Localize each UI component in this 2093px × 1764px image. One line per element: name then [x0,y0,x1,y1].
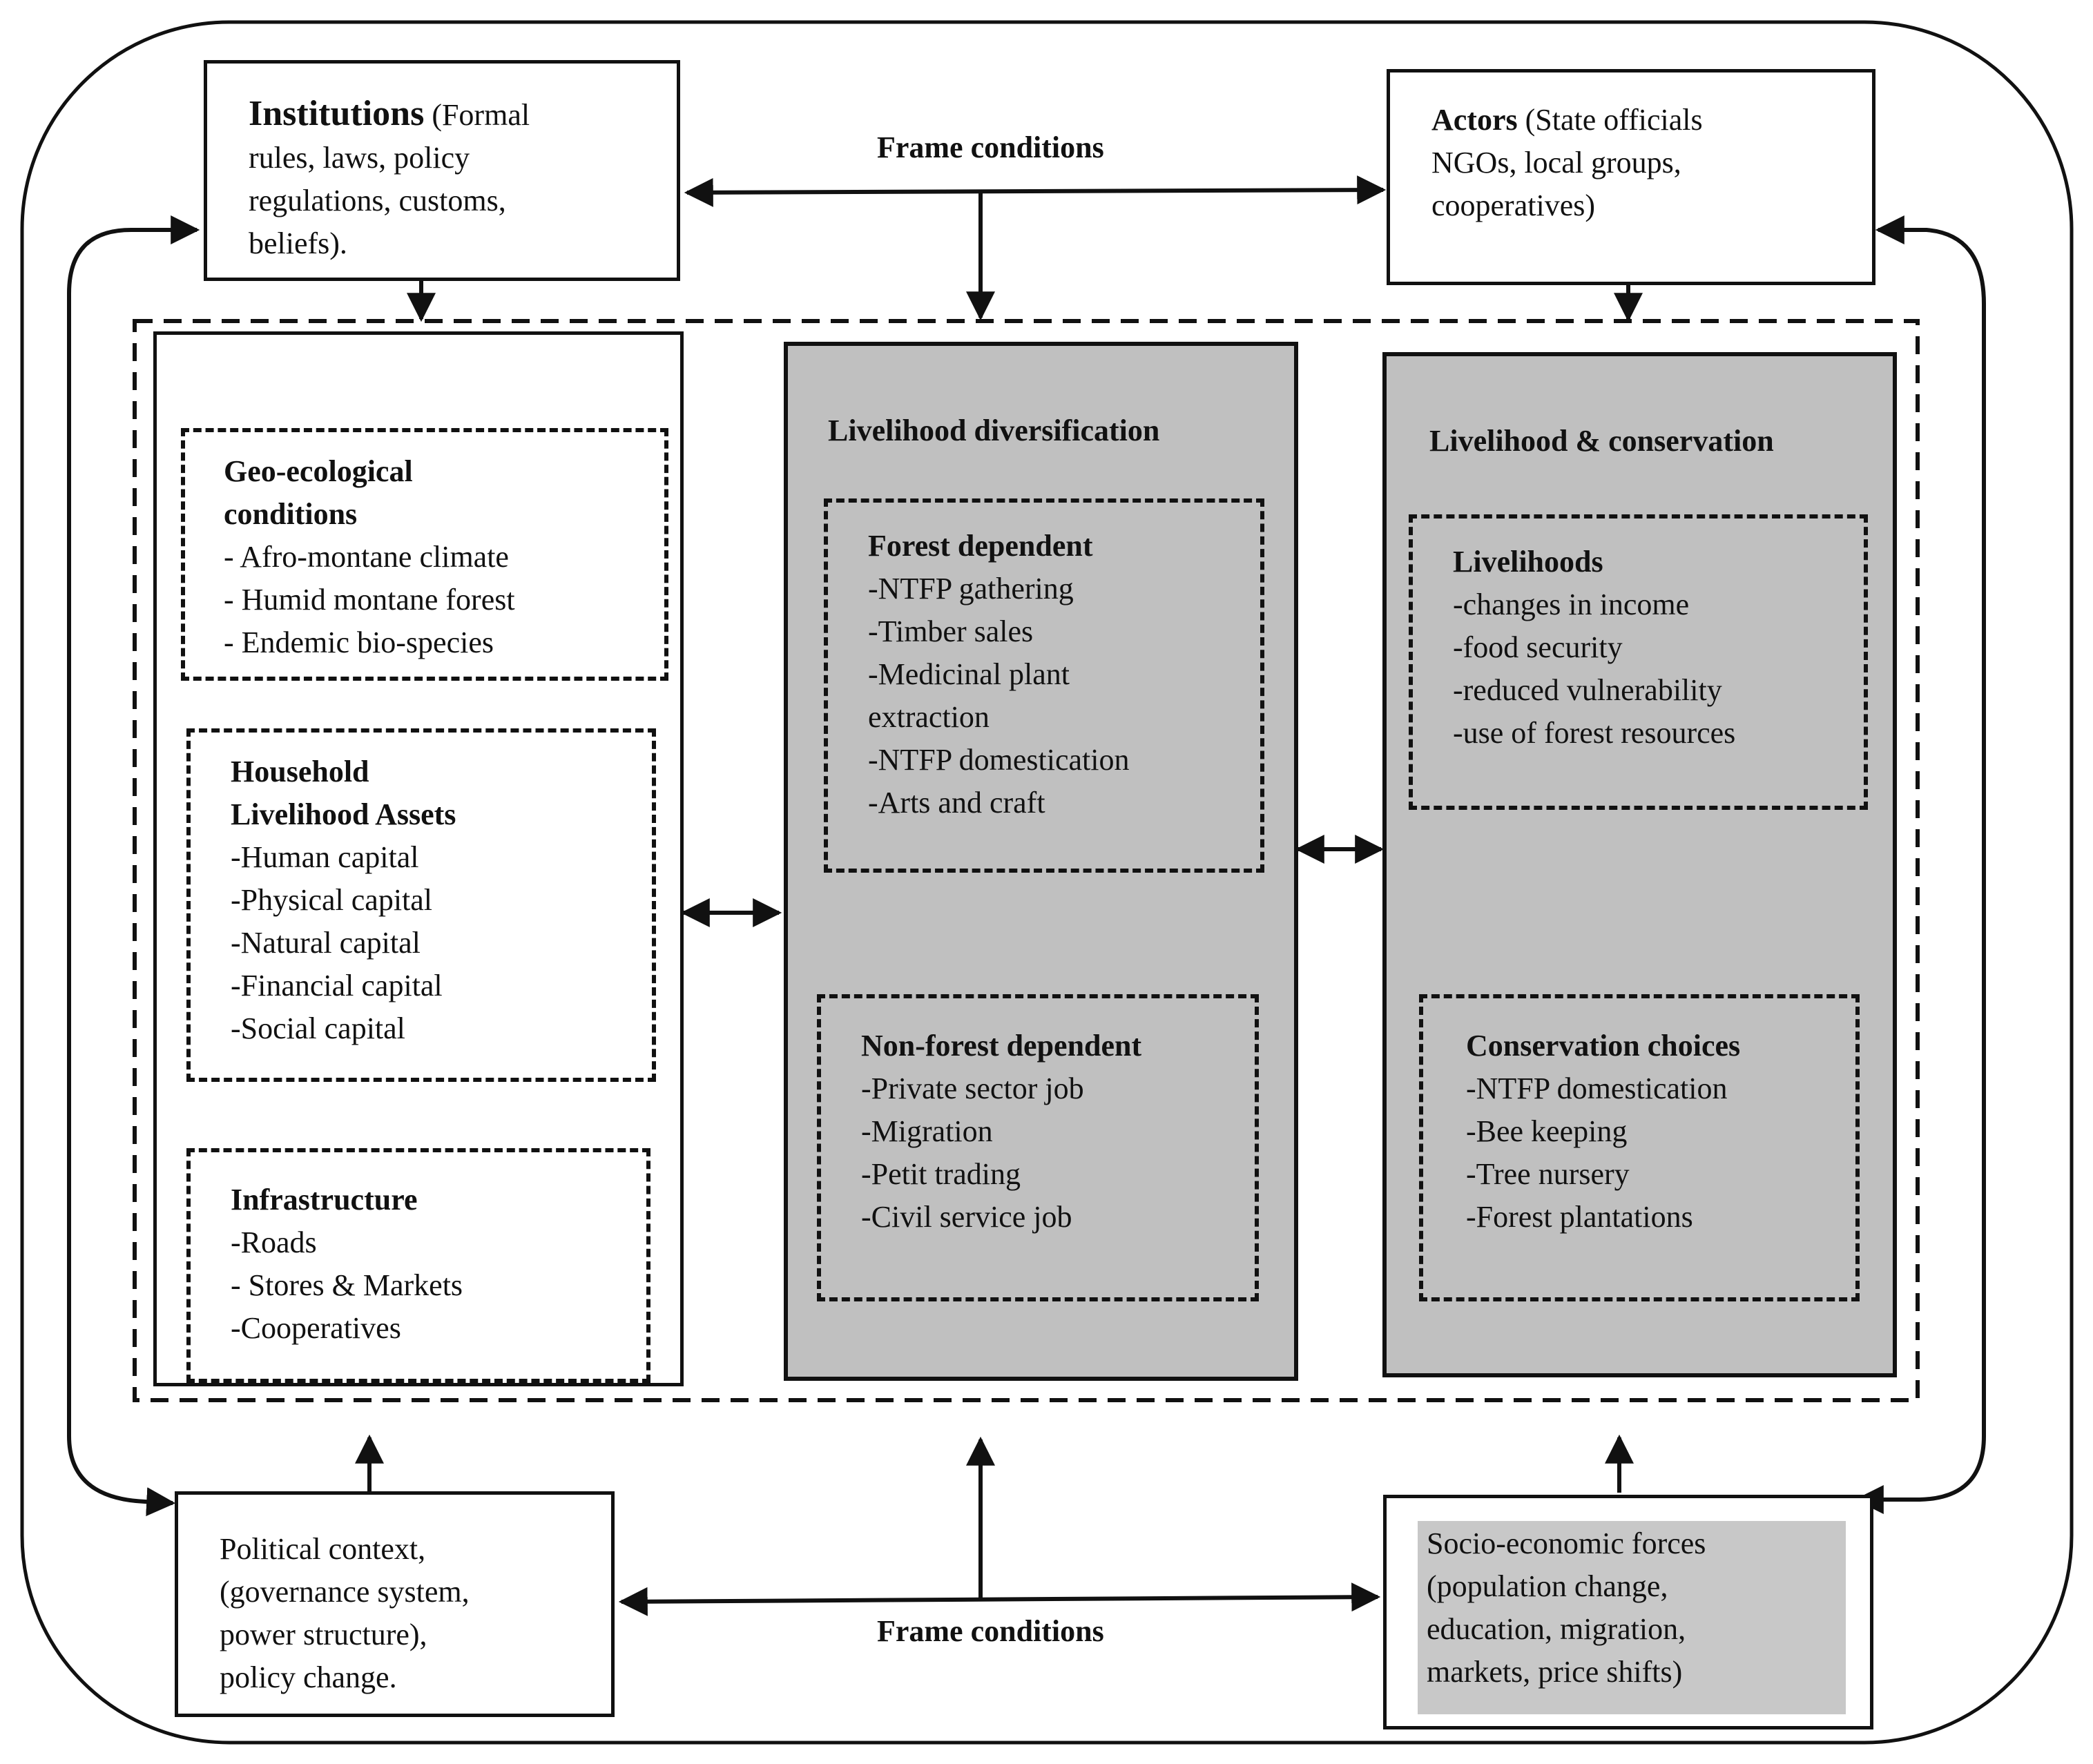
choices-item: -Tree nursery [1466,1157,1630,1191]
household-title: Livelihood Assets [231,797,456,831]
arrow-right-feedback [1854,215,1986,1514]
livelihoods-item: -changes in income [1453,588,1690,621]
household-item: -Natural capital [231,926,421,960]
inner-dashed-frame [133,319,1920,1402]
diversification-title: Livelihood diversification [828,414,1160,447]
choices-item: -Forest plantations [1466,1200,1693,1234]
infrastructure-item: - Stores & Markets [231,1268,463,1302]
household-item: -Social capital [231,1011,405,1045]
nonforest-item: -Private sector job [861,1072,1084,1105]
forest-item: extraction [868,700,990,734]
geo-ecological-box: Geo-ecological conditions - Afro-montane… [181,428,668,681]
frame-conditions-bottom-label: Frame conditions [877,1614,1104,1648]
forest-item: -Arts and craft [868,786,1045,820]
forest-dependent-box: Forest dependent -NTFP gathering -Timber… [824,498,1264,873]
geo-title: Geo-ecological [224,454,413,488]
geo-item: - Afro-montane climate [224,540,509,574]
political-line: policy change. [220,1660,397,1694]
household-title: Household [231,755,369,788]
household-item: -Human capital [231,840,419,874]
livelihoods-item: -reduced vulnerability [1453,673,1722,707]
livelihood-diversification-box: Livelihood diversification [784,342,1298,1381]
geo-item: - Endemic bio-species [224,626,494,659]
institutions-line: regulations, customs, [249,184,506,217]
choices-item: -Bee keeping [1466,1114,1628,1148]
choices-item: -NTFP domestication [1466,1072,1728,1105]
infrastructure-box: Infrastructure -Roads - Stores & Markets… [186,1148,650,1383]
geo-title: conditions [224,497,358,531]
actors-line: cooperatives) [1431,188,1595,222]
political-line: (governance system, [220,1575,470,1609]
household-item: -Physical capital [231,883,433,917]
household-assets-box: Household Livelihood Assets -Human capit… [186,728,656,1082]
non-forest-dependent-box: Non-forest dependent -Private sector job… [817,994,1259,1301]
geo-item: - Humid montane forest [224,583,515,617]
actors-title: Actors [1431,103,1518,137]
nonforest-title: Non-forest dependent [861,1029,1142,1063]
political-context-box: Political context, (governance system, p… [175,1491,615,1717]
institutions-box: Institutions (Formal rules, laws, policy… [204,60,680,281]
actors-box: Actors (State officials NGOs, local grou… [1387,69,1875,285]
livelihood-conservation-box: Livelihood & conservation [1382,352,1897,1377]
forest-item: -NTFP domestication [868,743,1130,777]
livelihoods-box: Livelihoods -changes in income -food sec… [1409,514,1868,810]
forest-item: -Medicinal plant [868,657,1070,691]
arrow-institutions-actors [684,175,1387,207]
forest-item: -NTFP gathering [868,572,1074,605]
left-column-box [153,331,684,1386]
conservation-choices-box: Conservation choices -NTFP domestication… [1419,994,1860,1301]
nonforest-item: -Petit trading [861,1157,1021,1191]
institutions-line: beliefs). [249,226,347,260]
political-line: Political context, [220,1532,426,1566]
outer-frame [20,20,2074,1745]
conservation-title: Livelihood & conservation [1429,424,1774,458]
institutions-title: Institutions [249,94,425,133]
frame-conditions-top-label: Frame conditions [877,130,1104,164]
socio-line: education, migration, [1427,1612,1686,1646]
actors-line: NGOs, local groups, [1431,146,1681,180]
forest-title: Forest dependent [868,529,1093,563]
livelihoods-title: Livelihoods [1453,545,1603,579]
livelihoods-item: -use of forest resources [1453,716,1736,750]
arrow-political-socio [618,1582,1381,1616]
socio-line: Socio-economic forces [1427,1526,1706,1560]
nonforest-item: -Civil service job [861,1200,1072,1234]
choices-title: Conservation choices [1466,1029,1741,1063]
socio-line: (population change, [1427,1569,1668,1603]
institutions-line: (Formal [432,98,530,132]
socio-line: markets, price shifts) [1427,1655,1683,1689]
forest-item: -Timber sales [868,614,1034,648]
socio-economic-fill [1418,1521,1846,1714]
actors-line: (State officials [1525,103,1703,137]
arrow-left-feedback [67,215,200,1517]
political-line: power structure), [220,1618,427,1651]
institutions-line: rules, laws, policy [249,141,470,175]
infrastructure-item: -Cooperatives [231,1311,401,1345]
infrastructure-item: -Roads [231,1225,317,1259]
nonforest-item: -Migration [861,1114,993,1148]
infrastructure-title: Infrastructure [231,1183,418,1217]
household-item: -Financial capital [231,969,443,1002]
livelihoods-item: -food security [1453,630,1623,664]
socio-economic-box: Socio-economic forces (population change… [1383,1495,1873,1729]
